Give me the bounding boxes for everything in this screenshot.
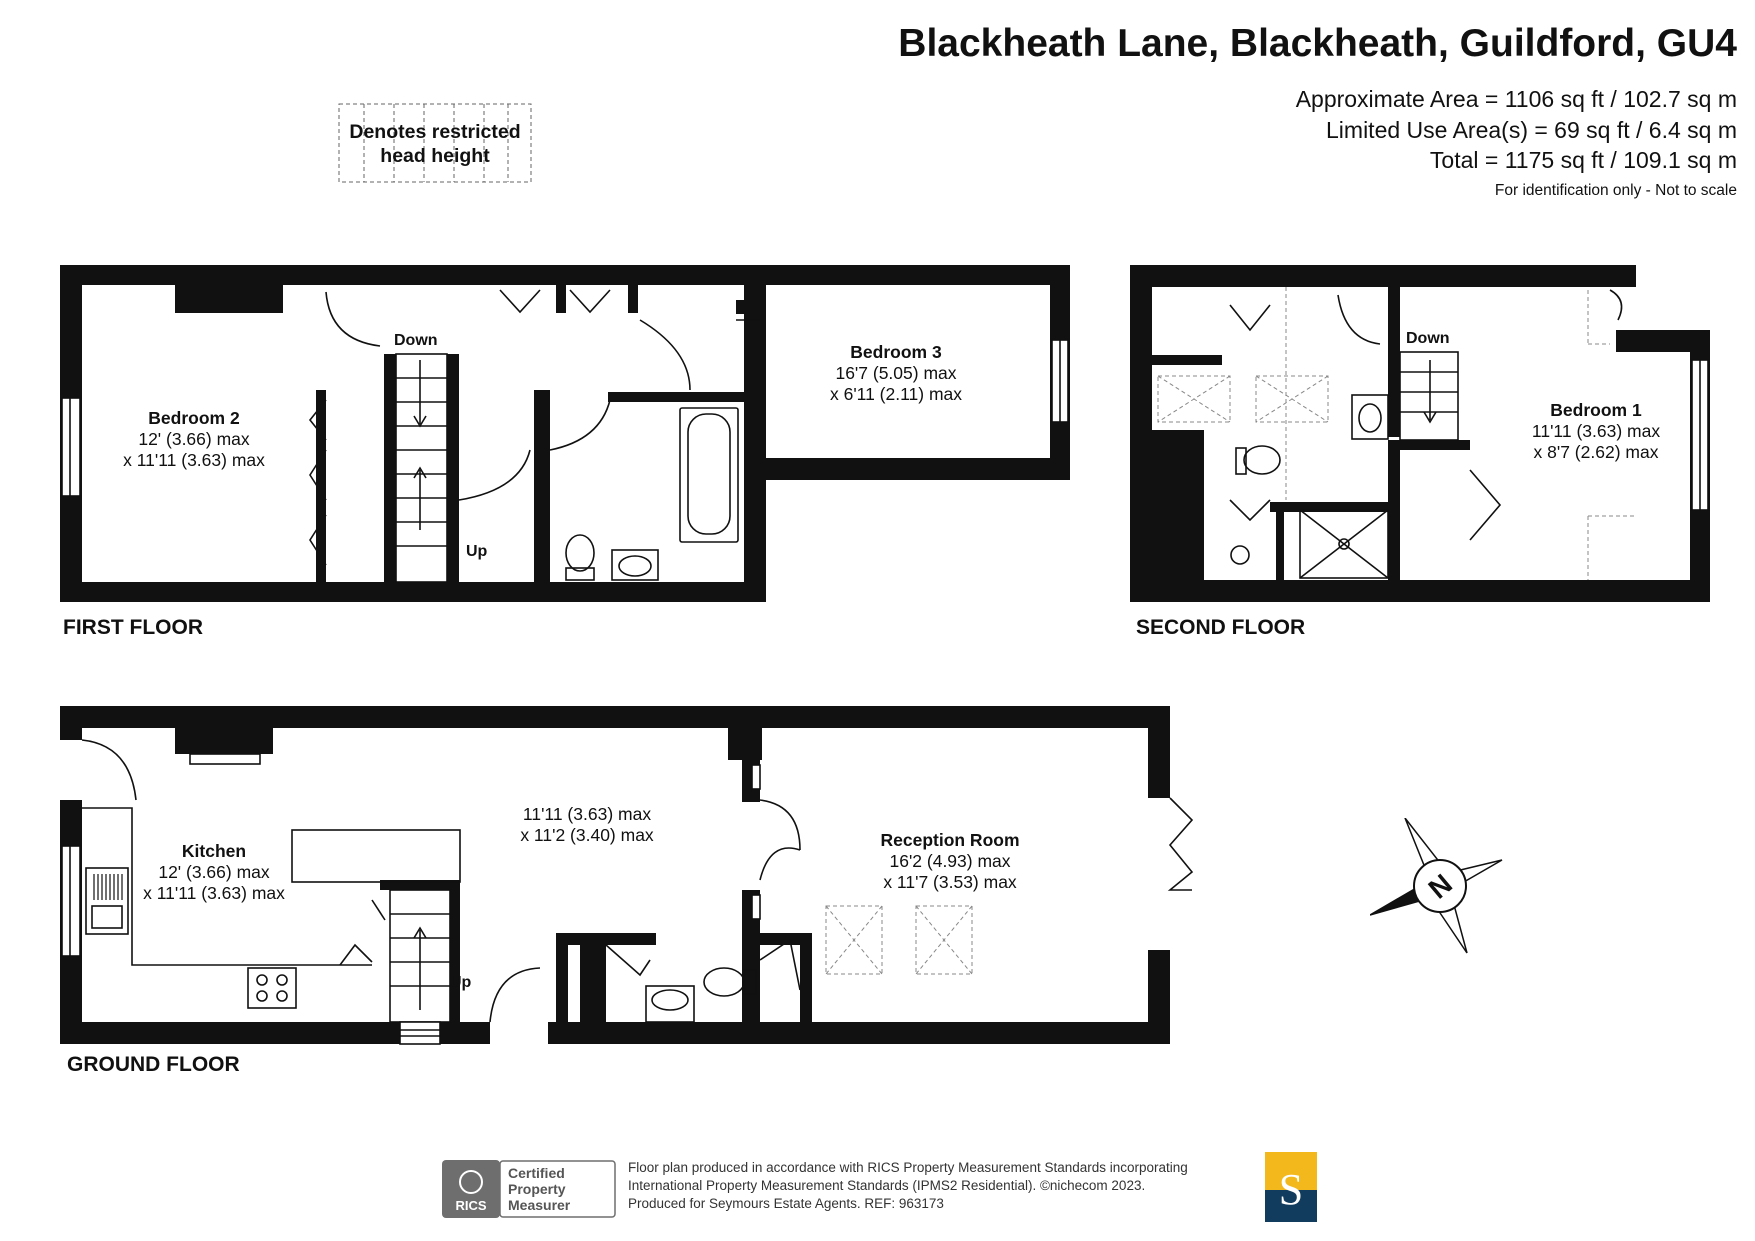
bedroom-3-name: Bedroom 3 [850, 342, 942, 362]
second-floor-stairs-down: Down [1406, 330, 1450, 347]
bedroom-2-dim2: x 11'11 (3.63) max [123, 450, 265, 470]
rics-line-1: Certified [508, 1165, 565, 1181]
room-kitchen: Kitchen 12' (3.66) max x 11'11 (3.63) ma… [143, 841, 285, 904]
ground-floor-label: GROUND FLOOR [67, 1053, 240, 1076]
room-bedroom-1: Bedroom 1 11'11 (3.63) max x 8'7 (2.62) … [1532, 400, 1660, 463]
room-bedroom-3: Bedroom 3 16'7 (5.05) max x 6'11 (2.11) … [830, 342, 962, 405]
kitchen-dim2: x 11'11 (3.63) max [143, 883, 285, 903]
kitchen-name: Kitchen [181, 841, 247, 861]
rics-line-3: Measurer [508, 1197, 571, 1213]
reception-name: Reception Room [880, 830, 1020, 850]
first-floor-stairs-up: Up [466, 543, 488, 560]
bedroom-3-dim1: 16'7 (5.05) max [835, 363, 957, 383]
limited-use-area: Limited Use Area(s) = 69 sq ft / 6.4 sq … [1326, 117, 1737, 143]
total-area: Total = 1175 sq ft / 109.1 sq m [1429, 147, 1737, 173]
dining-dim1: 11'11 (3.63) max [522, 804, 652, 824]
rics-badge-text: RICS [455, 1198, 486, 1213]
agent-logo-letter: S [1279, 1165, 1303, 1214]
second-floor-details [1157, 287, 1709, 580]
agent-logo: S [1265, 1152, 1317, 1222]
legend-label: Denotes restricted head height [338, 120, 532, 168]
bedroom-1-name: Bedroom 1 [1550, 400, 1642, 420]
bedroom-2-dim1: 12' (3.66) max [138, 429, 250, 449]
ground-floor-details [61, 739, 1194, 1045]
bedroom-1-dim2: x 8'7 (2.62) max [1533, 442, 1659, 462]
second-floor-label: SECOND FLOOR [1136, 616, 1306, 639]
bedroom-2-name: Bedroom 2 [148, 408, 240, 428]
first-floor-label: FIRST FLOOR [63, 616, 203, 639]
approximate-area: Approximate Area = 1106 sq ft / 102.7 sq… [1295, 86, 1737, 112]
footer-line-2: International Property Measurement Stand… [628, 1178, 1146, 1193]
reception-dim1: 16'2 (4.93) max [889, 851, 1011, 871]
restricted-height-legend [338, 103, 532, 183]
legend-line-1: Denotes restricted [349, 121, 521, 143]
kitchen-dim1: 12' (3.66) max [158, 862, 270, 882]
room-bedroom-2: Bedroom 2 12' (3.66) max x 11'11 (3.63) … [123, 408, 265, 471]
first-floor-details [61, 289, 1069, 583]
property-address-title: Blackheath Lane, Blackheath, Guildford, … [898, 22, 1737, 65]
legend-line-2: head height [380, 145, 490, 167]
reception-dim2: x 11'7 (3.53) max [883, 872, 1017, 892]
footer-line-1: Floor plan produced in accordance with R… [628, 1160, 1188, 1175]
dining-dim2: x 11'2 (3.40) max [520, 825, 654, 845]
not-to-scale-note: For identification only - Not to scale [1494, 182, 1737, 199]
first-floor-stairs-down: Down [394, 332, 438, 349]
north-compass-icon: N [1370, 818, 1503, 954]
room-dining-area: 11'11 (3.63) max x 11'2 (3.40) max [520, 804, 653, 846]
bedroom-3-dim2: x 6'11 (2.11) max [829, 384, 963, 404]
rics-line-2: Property [508, 1181, 566, 1197]
footer-line-3: Produced for Seymours Estate Agents. REF… [628, 1196, 944, 1211]
room-reception: Reception Room 16'2 (4.93) max x 11'7 (3… [880, 830, 1019, 893]
footer-credits: Floor plan produced in accordance with R… [628, 1159, 1188, 1213]
rics-certified-logo: RICS Certified Property Measurer [442, 1160, 616, 1218]
ground-floor-stairs-up: Up [450, 974, 472, 991]
bedroom-1-dim1: 11'11 (3.63) max [1531, 421, 1661, 441]
